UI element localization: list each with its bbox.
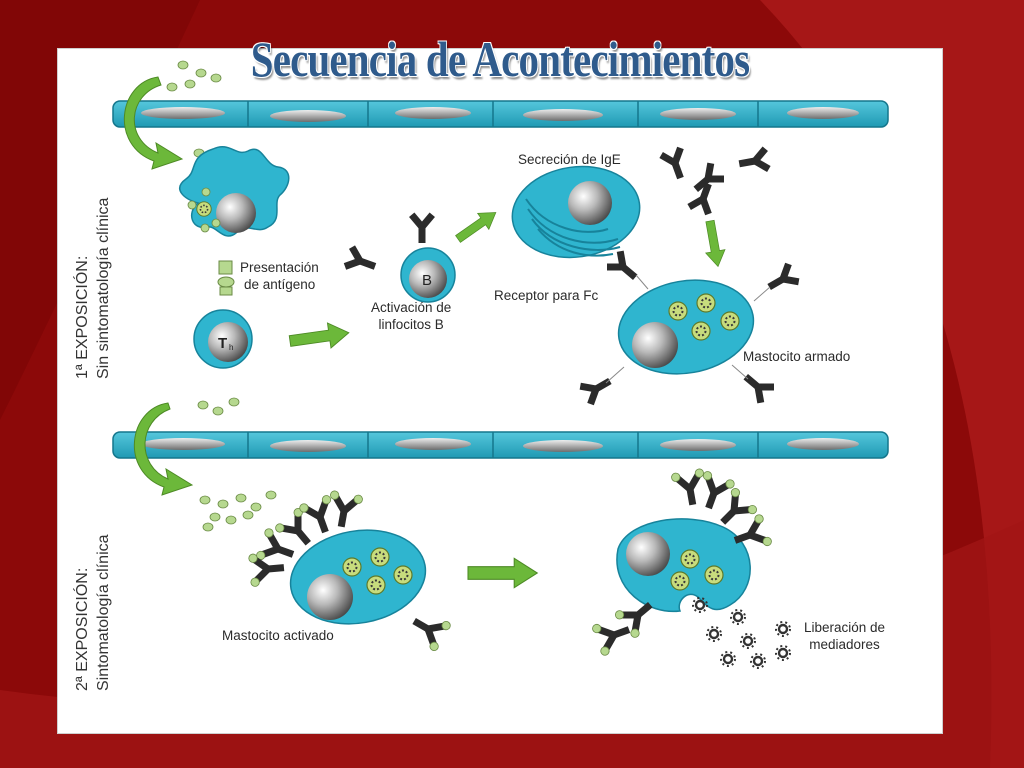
- armed-mast-cell: [576, 247, 803, 408]
- b-cell-label: B: [422, 272, 432, 289]
- arrow-b-to-plasma: [452, 204, 502, 248]
- b-activation-label: Activación de linfocitos B: [371, 299, 451, 333]
- mediator-release-line1: Liberación de: [804, 620, 886, 635]
- fc-receptor-label: Receptor para Fc: [494, 288, 599, 303]
- antigen-particles: [166, 60, 280, 532]
- th-cell-subscript: h: [229, 343, 233, 352]
- activated-mast-cell: [248, 489, 453, 653]
- allergy-sequence-diagram: T h B: [112, 60, 889, 670]
- slide-title: Secuencia de Acontecimientos: [250, 31, 750, 87]
- b-lymphocyte: B: [341, 212, 456, 303]
- diagram-panel: T h B: [57, 48, 943, 734]
- plasma-cell: [511, 165, 641, 259]
- mediator-release-label: Liberación de mediadores: [804, 619, 885, 653]
- section2-label: 2ª EXPOSICIÓN: Sintomatología clínica: [72, 534, 114, 691]
- mediator-release-line2: mediadores: [809, 637, 880, 652]
- antigen-presenting-cell: [179, 146, 290, 296]
- degranulating-mast-cell: [590, 467, 774, 657]
- epithelium-bottom: [112, 431, 889, 459]
- entry-arrow-bottom: [133, 402, 194, 496]
- th-lymphocyte: T h: [193, 309, 253, 369]
- entry-arrow-top: [123, 76, 184, 170]
- antigen-presentation-line2: de antígeno: [244, 277, 316, 292]
- section1-label-line1: 1ª EXPOSICIÓN:: [74, 255, 91, 379]
- armed-mast-cell-label: Mastocito armado: [743, 349, 851, 364]
- antigen-presentation-label: Presentación de antígeno: [240, 259, 319, 293]
- antigen-presentation-line1: Presentación: [240, 260, 319, 275]
- epithelium-top: [112, 100, 889, 128]
- activated-mast-cell-label: Mastocito activado: [222, 628, 334, 643]
- ige-secretion-label: Secreción de IgE: [518, 152, 621, 167]
- section2-label-line1: 2ª EXPOSICIÓN:: [74, 567, 91, 691]
- arrow-to-degranulation: [467, 557, 538, 589]
- section1-label: 1ª EXPOSICIÓN: Sin sintomatología clínic…: [72, 198, 114, 379]
- b-activation-line1: Activación de: [371, 300, 452, 315]
- section2-label-line2: Sintomatología clínica: [95, 534, 112, 691]
- section1-label-line2: Sin sintomatología clínica: [95, 197, 112, 379]
- b-activation-line2: linfocitos B: [378, 317, 444, 332]
- arrow-th-to-b: [287, 319, 352, 354]
- th-cell-label: T: [218, 335, 227, 352]
- free-ige-antibodies: [657, 144, 772, 218]
- released-mediators: [691, 596, 792, 670]
- arrow-to-mast-cell: [699, 218, 729, 269]
